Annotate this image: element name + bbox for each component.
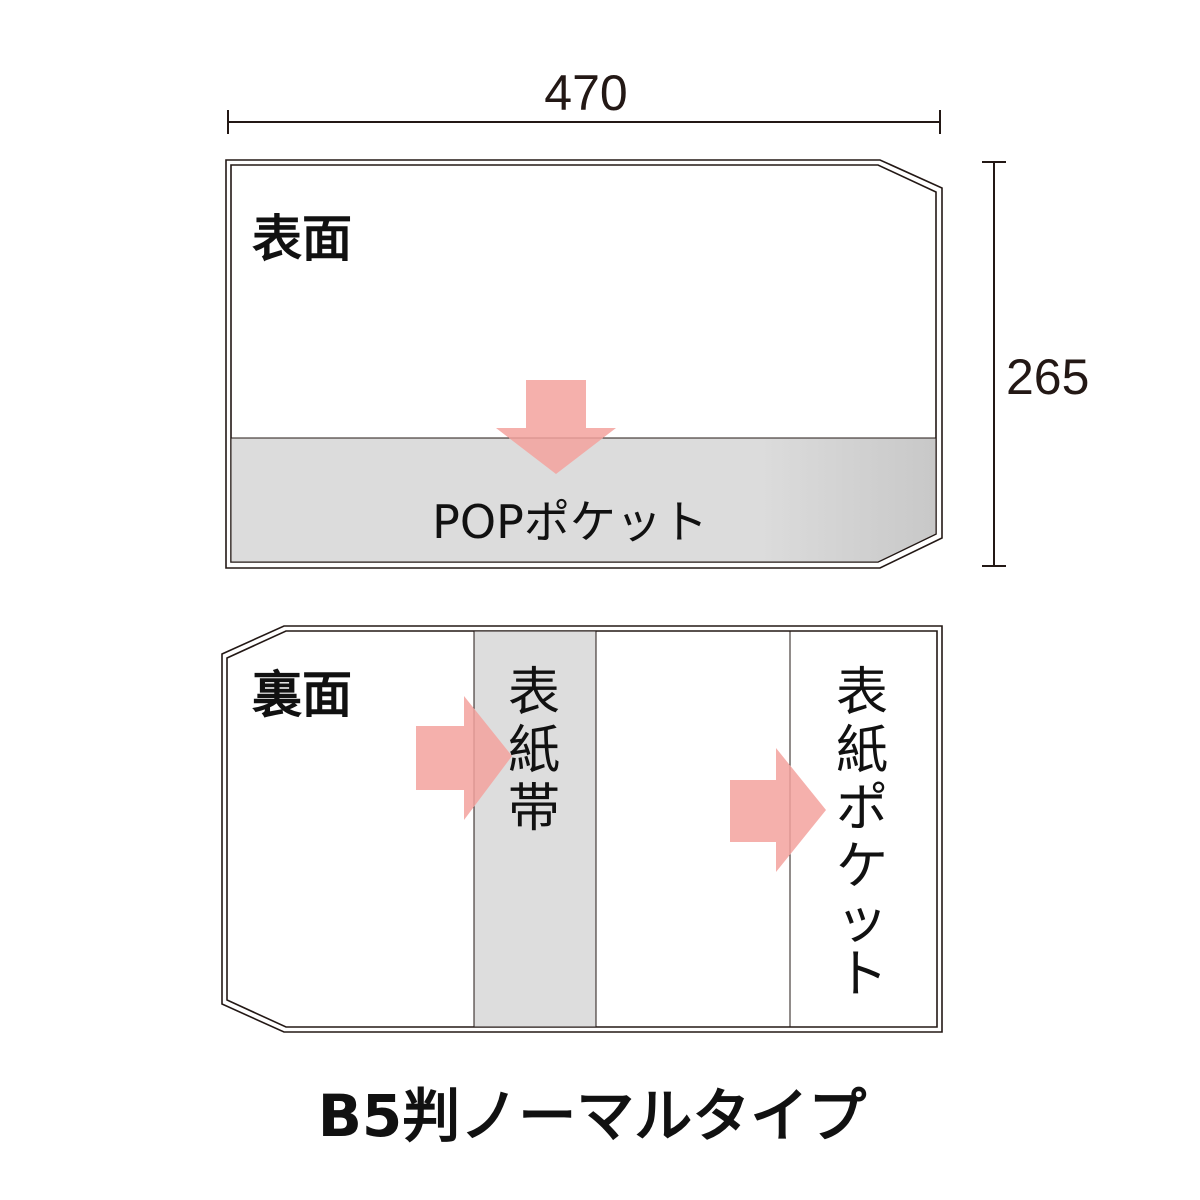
back-panel: 裏面 表 紙 帯 表 紙 ポ ケ ッ ト <box>221 625 943 1033</box>
band-label-char: 表 <box>508 663 560 723</box>
pop-pocket-label: POPポケット <box>432 495 708 549</box>
width-dimension: 470 <box>227 65 941 134</box>
cover-band <box>473 630 597 1028</box>
back-title: 裏面 <box>252 666 352 724</box>
pocket-label-char: ッ <box>836 891 888 951</box>
width-label: 470 <box>544 65 627 121</box>
band-label-char: 紙 <box>508 721 560 781</box>
pocket-label-char: ポ <box>836 779 888 839</box>
front-title: 表面 <box>252 210 352 268</box>
arrow-right-icon <box>730 748 826 872</box>
front-panel: 表面 POPポケット <box>225 159 943 569</box>
height-label: 265 <box>1006 349 1089 405</box>
caption: B5判ノーマルタイプ <box>318 1082 867 1150</box>
pocket-label-char: 表 <box>836 663 888 723</box>
pocket-label-char: 紙 <box>836 721 888 781</box>
pop-pocket <box>230 437 937 563</box>
height-dimension: 265 <box>982 161 1089 567</box>
band-label-char: 帯 <box>508 779 560 839</box>
pocket-label-char: ト <box>836 945 888 1005</box>
arrow-right-icon <box>416 696 512 820</box>
pocket-label-char: ケ <box>836 837 888 897</box>
arrow-down-icon <box>496 380 616 474</box>
